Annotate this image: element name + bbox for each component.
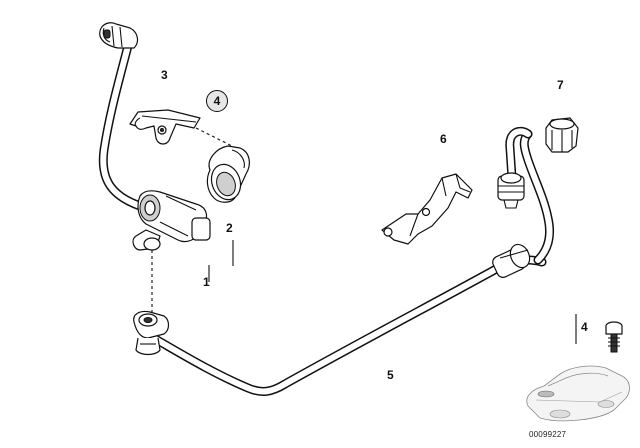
top-connector [99, 22, 139, 49]
callout-3: 3 [161, 68, 168, 82]
callout-7: 7 [557, 78, 564, 92]
grommet-2 [206, 145, 250, 203]
reference-number: 00099227 [529, 430, 567, 439]
callout-2: 2 [226, 221, 233, 235]
mount-6 [381, 173, 473, 245]
callout-5: 5 [387, 368, 394, 382]
nozzle-fitting [497, 172, 525, 209]
hose-clip [492, 243, 531, 278]
washer-pump [132, 190, 211, 251]
screw-4 [605, 321, 623, 353]
callout-4: 4 [581, 320, 588, 334]
car-silhouette [526, 365, 630, 422]
cap-7 [545, 117, 579, 153]
callout-4-circled: 4 [206, 90, 228, 112]
bracket-3 [129, 109, 201, 145]
upper-hose [98, 33, 145, 211]
callout-6: 6 [440, 132, 447, 146]
callout-1: 1 [203, 275, 210, 289]
lower-connector [133, 310, 170, 356]
